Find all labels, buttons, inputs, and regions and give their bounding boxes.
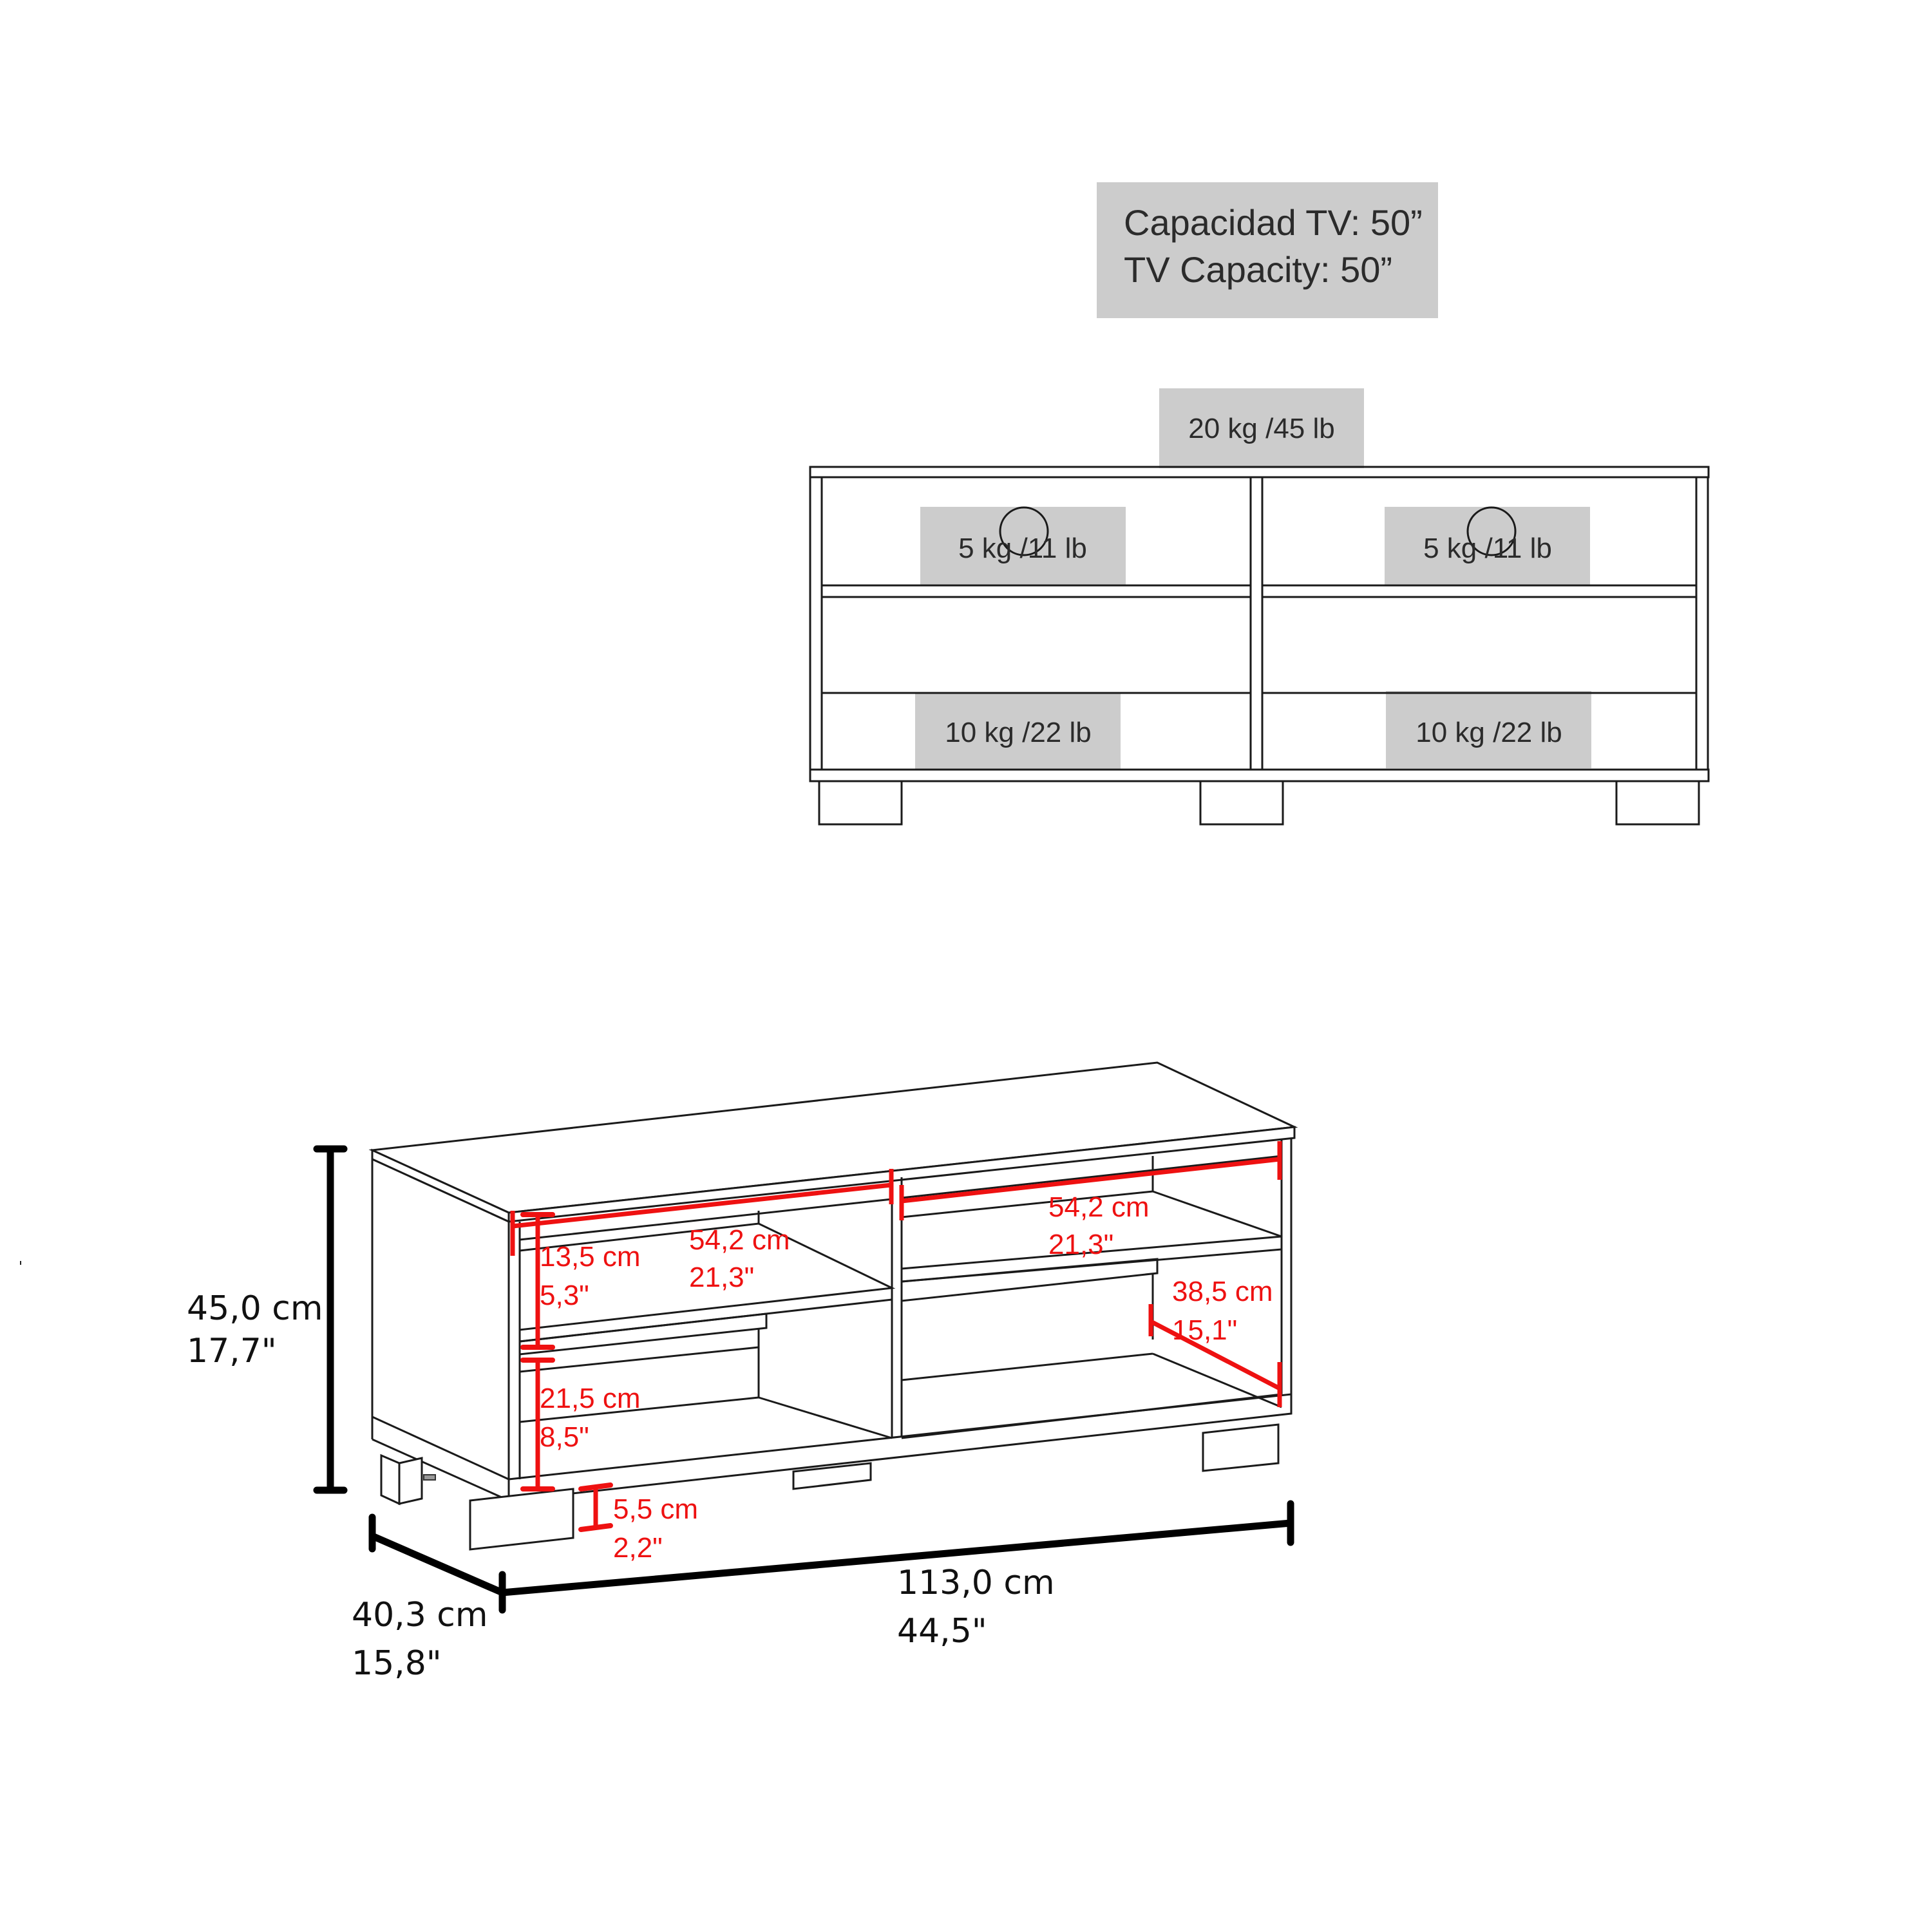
shelf-depth-cm: 38,5 cm (1172, 1276, 1273, 1307)
bottom-left-load-box (915, 692, 1121, 770)
front-leg-left (818, 780, 903, 826)
isometric-view (368, 1061, 1298, 1551)
interior-dimension-labels: 54,2 cm 21,3" 54,2 cm 21,3" 13,5 cm 5,3"… (540, 1191, 1273, 1564)
tv-capacity-en: TV Capacity: 50” (1124, 249, 1392, 290)
cable-hole-icon-right (1466, 506, 1517, 556)
bottom-right-load-label: 10 kg /22 lb (1416, 717, 1562, 748)
leg-height-cm: 5,5 cm (613, 1493, 698, 1525)
top-load-label: 20 kg /45 lb (1188, 413, 1335, 444)
iso-leg-back-left (380, 1454, 401, 1506)
height-cm: 45,0 cm (187, 1289, 323, 1328)
front-bottom-board (809, 768, 1710, 782)
tv-capacity-es: Capacidad TV: 50” (1124, 202, 1423, 243)
front-leg-right (1615, 780, 1700, 826)
upper-height-in: 5,3" (540, 1280, 589, 1311)
left-width-cm: 54,2 cm (689, 1224, 790, 1256)
interior-dimension-lines (510, 1141, 1282, 1532)
upper-right-load-label: 5 kg /11 lb (1423, 533, 1552, 564)
iso-leg-center (792, 1462, 872, 1490)
bottom-right-load-box (1386, 691, 1591, 768)
front-view-load-diagram: 20 kg /45 lb 5 kg /11 (809, 388, 1710, 826)
upper-left-load-box (920, 507, 1126, 585)
depth-cm: 40,3 cm (352, 1596, 488, 1634)
top-load-box (1159, 388, 1364, 468)
front-leg-center (1199, 780, 1284, 826)
cable-hole-icon-left (999, 506, 1049, 556)
width-in: 44,5" (897, 1612, 987, 1651)
right-width-in: 21,3" (1048, 1229, 1113, 1260)
upper-left-load-label: 5 kg /11 lb (958, 533, 1087, 564)
lower-height-in: 8,5" (540, 1421, 589, 1453)
iso-leg-right (1202, 1423, 1280, 1472)
right-width-cm: 54,2 cm (1048, 1191, 1150, 1223)
lower-height-cm: 21,5 cm (540, 1383, 641, 1414)
upper-right-load-box (1385, 507, 1590, 585)
overall-dimension-lines (313, 1145, 1294, 1614)
leg-height-in: 2,2" (613, 1532, 663, 1564)
iso-leg-front-left (469, 1488, 574, 1551)
tv-capacity-label: Capacidad TV: 50” TV Capacity: 50” (1097, 182, 1438, 318)
upper-height-cm: 13,5 cm (540, 1241, 641, 1273)
stray-mark (20, 1261, 21, 1265)
depth-in: 15,8" (352, 1644, 442, 1683)
tv-capacity-box (1097, 182, 1438, 318)
width-cm: 113,0 cm (897, 1564, 1055, 1602)
overall-dimension-labels: 45,0 cm 17,7" 113,0 cm 44,5" 40,3 cm 15,… (187, 1289, 1055, 1683)
shelf-depth-in: 15,1" (1172, 1314, 1237, 1346)
bottom-left-load-label: 10 kg /22 lb (945, 717, 1092, 748)
front-top-board (809, 466, 1710, 478)
height-in: 17,7" (187, 1332, 277, 1370)
left-width-in: 21,3" (689, 1262, 754, 1293)
